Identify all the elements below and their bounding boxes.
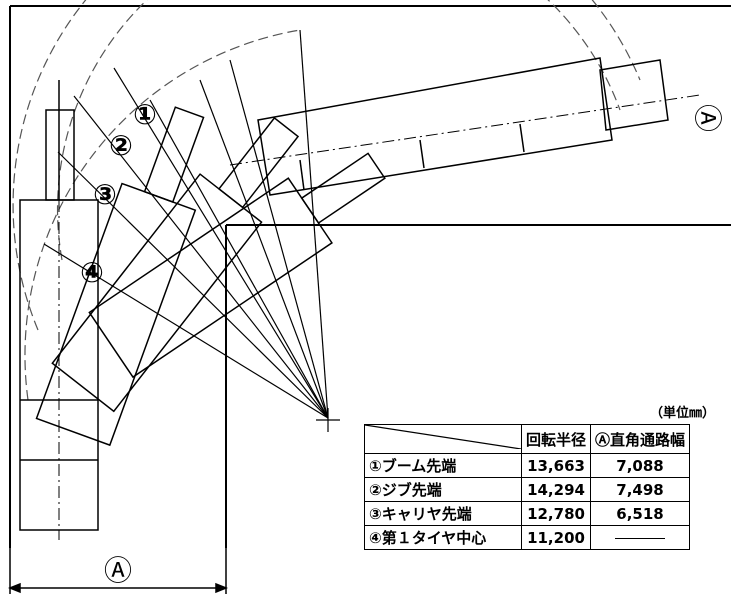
radius-line: [113, 67, 329, 419]
header-radius: 回転半径: [520, 424, 592, 454]
row-name: ①ブーム先端: [364, 453, 522, 478]
empty-dash: [615, 537, 666, 539]
crane-position-3: [51, 116, 300, 413]
aisle-dimension-line: [7, 548, 229, 594]
radius-line: [73, 95, 329, 419]
table-row: ③キャリヤ先端 12,780 6,518: [364, 501, 691, 526]
row-radius: 13,663: [520, 453, 592, 478]
row-radius: 11,200: [520, 525, 592, 550]
row-radius: 14,294: [520, 477, 592, 502]
spec-table: 回転半径 Ⓐ直角通路幅 ①ブーム先端 13,663 7,088 ②ジブ先端 14…: [364, 424, 691, 550]
callout-4: ④: [80, 256, 104, 289]
corridor-walls: [9, 5, 731, 548]
diagonal-divider: [364, 424, 522, 450]
radius-lines: [43, 29, 329, 419]
row-radius: 12,780: [520, 501, 592, 526]
callouts: ① ② ③ ④: [80, 98, 157, 289]
radius-line: [43, 243, 329, 419]
callout-3: ③: [93, 178, 117, 211]
row-name: ③キャリヤ先端: [364, 501, 522, 526]
crane-position-4: [88, 152, 386, 379]
unit-label: （単位㎜）: [650, 406, 716, 421]
row-aisle: 7,088: [590, 453, 691, 478]
radius-line: [57, 151, 329, 419]
row-aisle-empty: [590, 525, 691, 550]
crane-silhouettes: [19, 57, 701, 540]
radius-line: [299, 29, 329, 419]
crane-position-final: [229, 57, 701, 196]
callout-2: ②: [109, 129, 133, 162]
turning-center-mark: [316, 408, 340, 432]
callout-1: ①: [133, 98, 157, 131]
outer-turning-arc: [12, 0, 641, 331]
table-row: ①ブーム先端 13,663 7,088: [364, 453, 691, 478]
aisle-label-right: Ⓐ: [691, 104, 724, 132]
radius-line: [199, 79, 329, 419]
row-aisle: 7,498: [590, 477, 691, 502]
radius-line: [149, 99, 329, 419]
table-corner-cell: [364, 424, 522, 454]
table-row: ②ジブ先端 14,294 7,498: [364, 477, 691, 502]
row-name: ④第１タイヤ中心: [364, 525, 522, 550]
table-header-row: 回転半径 Ⓐ直角通路幅: [364, 424, 691, 454]
aisle-label-bottom: Ⓐ: [104, 554, 132, 587]
header-aisle: Ⓐ直角通路幅: [590, 424, 691, 454]
row-aisle: 6,518: [590, 501, 691, 526]
crane-position-straight: [19, 80, 99, 540]
table-row: ④第１タイヤ中心 11,200: [364, 525, 691, 550]
crane-position-2: [35, 106, 205, 447]
radius-line: [229, 59, 329, 419]
row-name: ②ジブ先端: [364, 477, 522, 502]
